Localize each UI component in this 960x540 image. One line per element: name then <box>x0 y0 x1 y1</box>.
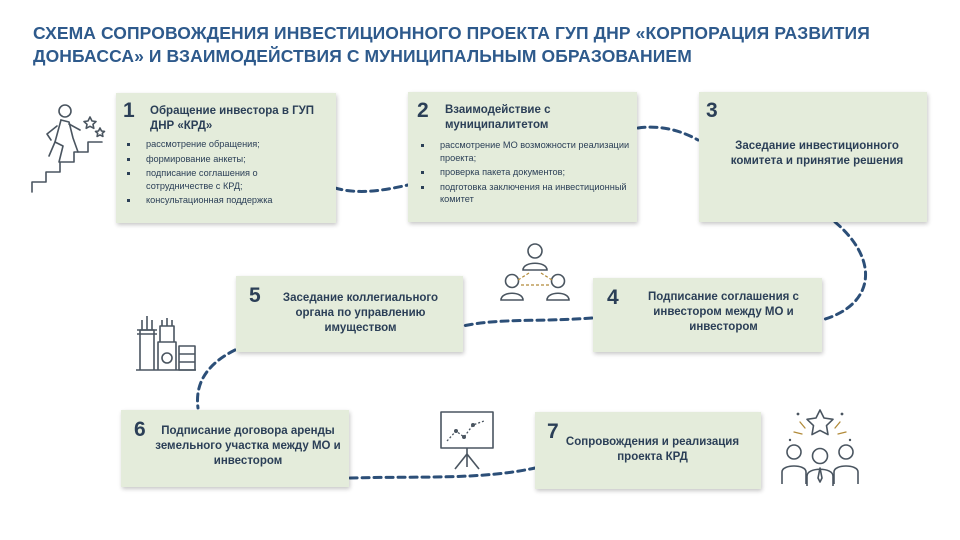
list-item: рассмотрение МО возможности реализации п… <box>416 139 631 164</box>
connector-3-4 <box>820 220 868 322</box>
page-title: СХЕМА СОПРОВОЖДЕНИЯ ИНВЕСТИЦИОННОГО ПРОЕ… <box>33 23 870 66</box>
step-3-box: 3 Заседание инвестиционного комитета и п… <box>699 92 927 222</box>
list-item: консультационная поддержка <box>122 194 327 207</box>
step-7-number: 7 <box>547 420 559 443</box>
step-6-number: 6 <box>134 418 146 441</box>
factory-icon <box>136 316 196 371</box>
step-4-box: 4 Подписание соглашения с инвестором меж… <box>593 278 822 352</box>
person-climbing-stairs-icon <box>31 104 106 193</box>
step-3-number: 3 <box>706 99 718 122</box>
list-item: проверка пакета документов; <box>416 166 631 179</box>
step-7-heading: Сопровождения и реализация проекта КРД <box>565 436 740 463</box>
list-item: подписание соглашения о сотрудничестве с… <box>122 167 327 192</box>
step-2-heading: Взаимодействие с муниципалитетом <box>445 104 551 131</box>
list-item: формирование анкеты; <box>122 153 327 166</box>
presentation-board-icon <box>440 411 494 470</box>
connector-1-2 <box>333 183 410 193</box>
step-6-heading: Подписание договора аренды земельного уч… <box>155 425 341 467</box>
step-3-heading: Заседание инвестиционного комитета и при… <box>730 140 904 167</box>
connector-6-7 <box>348 466 537 480</box>
step-2-list: рассмотрение МО возможности реализации п… <box>416 139 631 208</box>
connector-2-3 <box>636 125 700 142</box>
list-item: рассмотрение обращения; <box>122 138 327 151</box>
step-6-box: 6 Подписание договора аренды земельного … <box>121 410 349 487</box>
list-item: подготовка заключения на инвестиционный … <box>416 181 631 206</box>
step-2-box: 2 Взаимодействие с муниципалитетом рассм… <box>408 92 637 222</box>
step-4-number: 4 <box>607 286 619 309</box>
step-1-box: 1 Обращение инвестора в ГУП ДНР «КРД» ра… <box>116 93 336 223</box>
connector-5-6 <box>195 348 237 410</box>
step-2-number: 2 <box>417 99 429 122</box>
step-1-number: 1 <box>123 99 135 122</box>
step-7-box: 7 Сопровождения и реализация проекта КРД <box>535 412 761 489</box>
step-1-heading: Обращение инвестора в ГУП ДНР «КРД» <box>150 105 315 132</box>
connector-4-5 <box>461 316 594 328</box>
step-5-heading: Заседание коллегиального органа по управ… <box>282 292 439 334</box>
step-5-number: 5 <box>249 284 261 307</box>
team-network-icon <box>500 243 570 301</box>
step-5-box: 5 Заседание коллегиального органа по упр… <box>236 276 463 352</box>
team-star-icon <box>781 409 859 486</box>
step-1-list: рассмотрение обращения; формирование анк… <box>122 138 327 209</box>
step-4-heading: Подписание соглашения с инвестором между… <box>648 291 799 333</box>
